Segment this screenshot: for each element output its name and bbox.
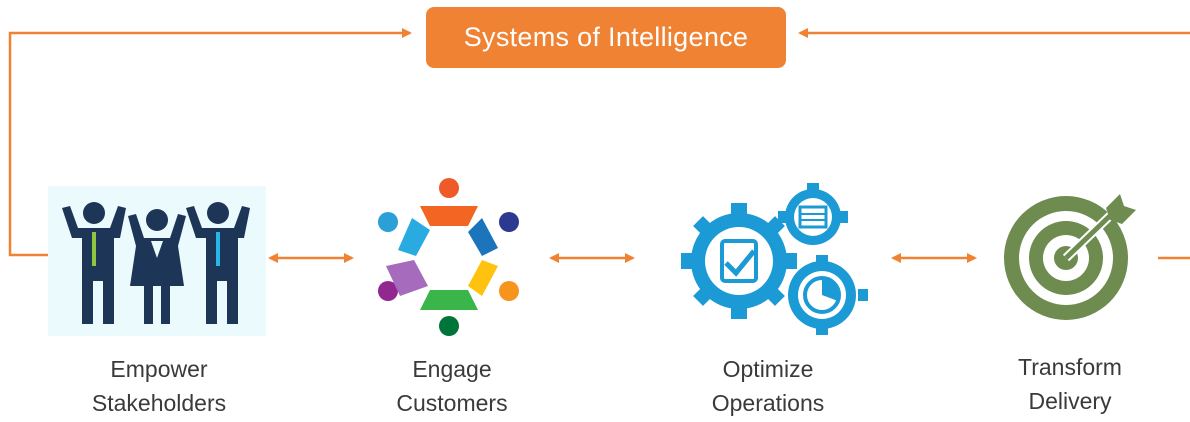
stage-label-transform-delivery: Transform Delivery <box>1018 354 1122 414</box>
target-icon <box>1004 194 1136 320</box>
customers-circle-icon <box>378 178 519 336</box>
stage-label-optimize-operations: Optimize Operations <box>711 356 825 416</box>
stage-label-empower-stakeholders: Empower Stakeholders <box>91 356 227 416</box>
stakeholders-icon <box>48 186 266 336</box>
stage-label-engage-customers: Engage Customers <box>396 356 508 416</box>
systems-of-intelligence-label: Systems of Intelligence <box>463 22 749 52</box>
gears-icon <box>681 183 868 335</box>
systems-of-intelligence-box: Systems of Intelligence <box>426 7 786 68</box>
left-loop-arrow <box>8 28 412 257</box>
